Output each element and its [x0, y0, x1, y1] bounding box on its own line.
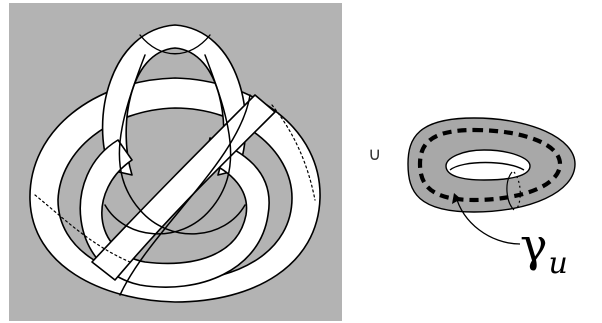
union-symbol: ∪: [368, 146, 381, 164]
torus-hole-rim: [450, 163, 524, 171]
gamma-symbol: γ: [520, 218, 548, 272]
gamma-subscript: u: [549, 246, 568, 281]
gamma-u-label: γu: [520, 222, 568, 279]
